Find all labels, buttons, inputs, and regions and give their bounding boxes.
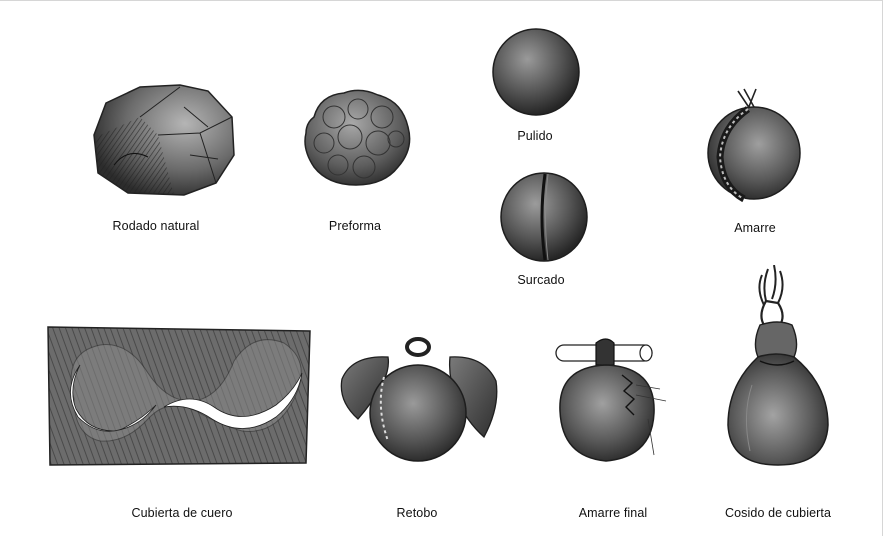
surcado-drawing bbox=[499, 171, 589, 263]
cubierta-de-cuero-drawing bbox=[44, 323, 314, 469]
amarre-label: Amarre bbox=[734, 221, 776, 235]
preforma-label: Preforma bbox=[329, 219, 381, 233]
amarre-drawing bbox=[704, 87, 804, 205]
cosido-de-cubierta-drawing bbox=[722, 265, 834, 469]
retobo-label: Retobo bbox=[397, 506, 438, 520]
cosido-de-cubierta-label: Cosido de cubierta bbox=[725, 506, 831, 520]
retobo-drawing bbox=[338, 337, 500, 465]
pulido-label: Pulido bbox=[517, 129, 552, 143]
pulido-drawing bbox=[491, 27, 581, 117]
rodado-natural-drawing bbox=[88, 77, 238, 199]
amarre-final-label: Amarre final bbox=[579, 506, 648, 520]
surcado-label: Surcado bbox=[517, 273, 564, 287]
rodado-natural-label: Rodado natural bbox=[113, 219, 200, 233]
amarre-final-drawing bbox=[548, 335, 674, 467]
preforma-drawing bbox=[300, 87, 414, 187]
cubierta-de-cuero-label: Cubierta de cuero bbox=[131, 506, 232, 520]
